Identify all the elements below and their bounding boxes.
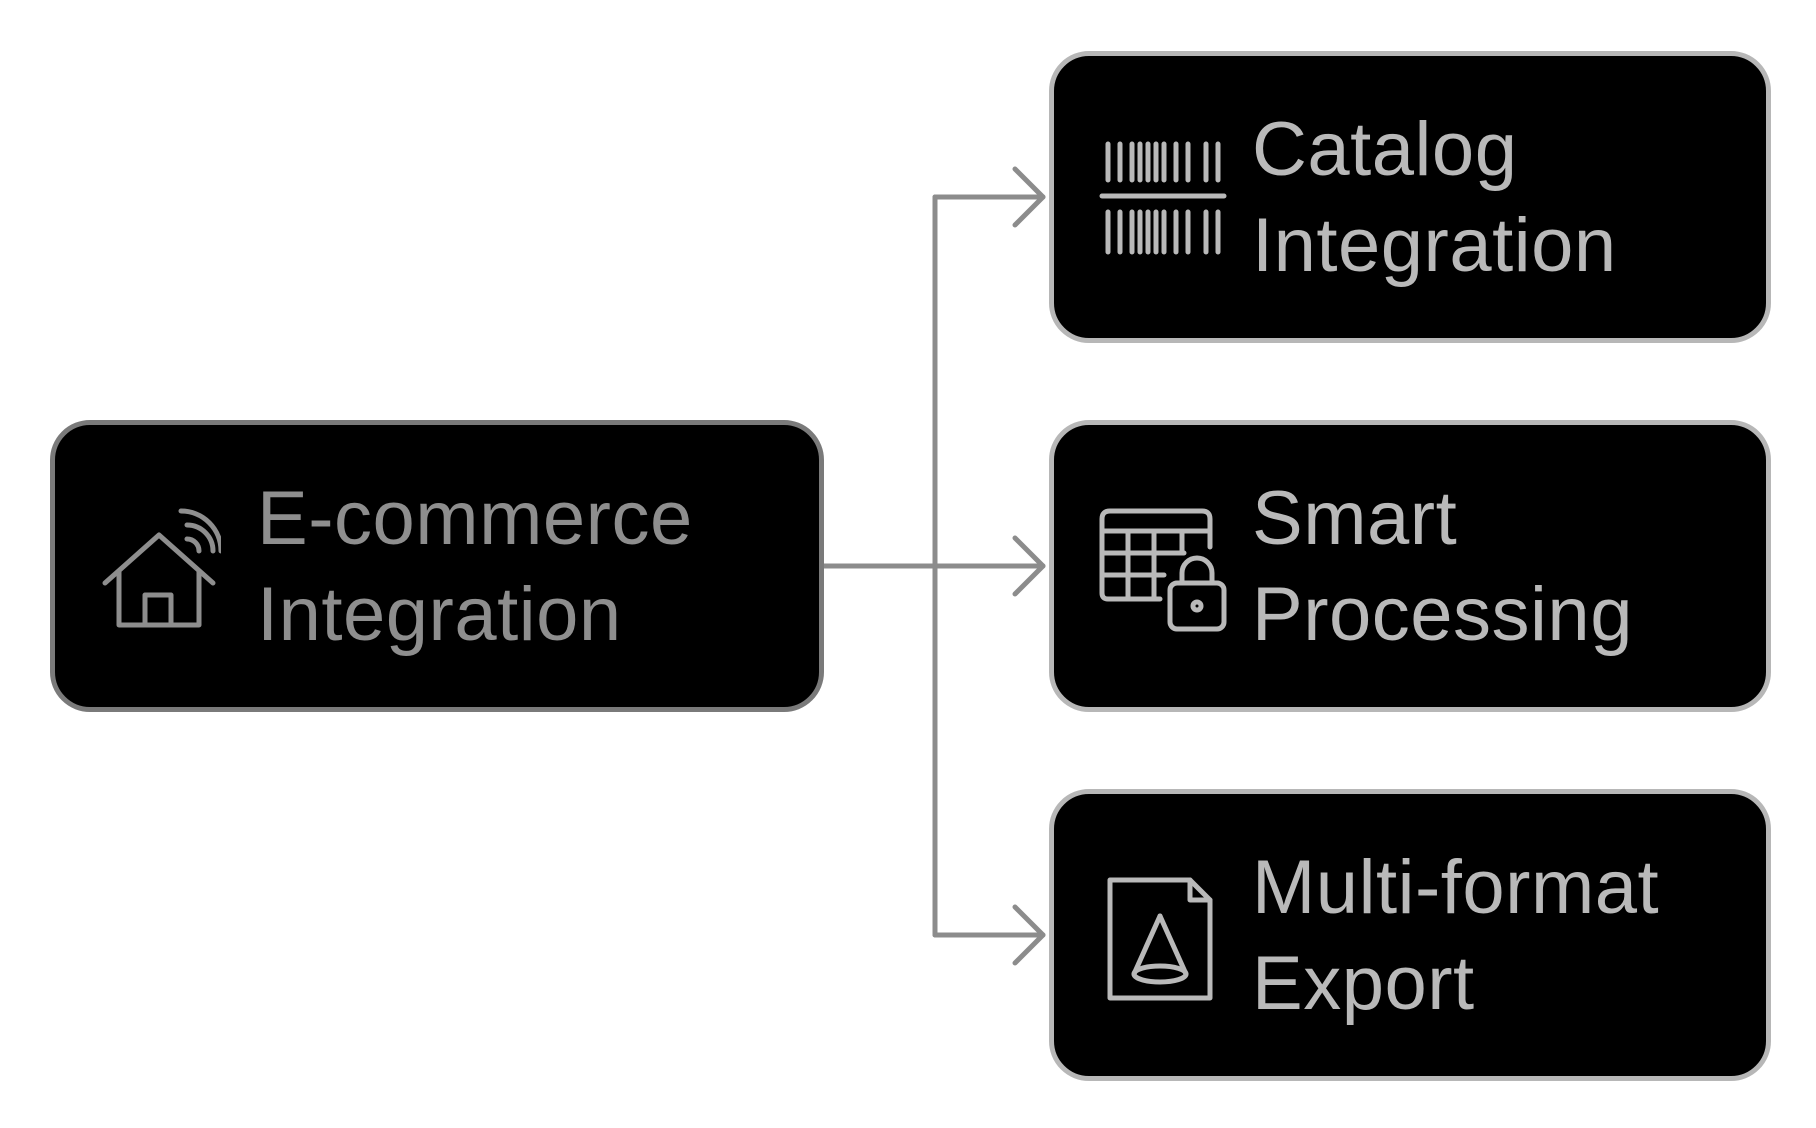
export-label-line2: Export: [1252, 941, 1475, 1026]
root-label-line2: Integration: [257, 572, 622, 657]
locked-table-icon: [1099, 508, 1227, 632]
document-shape-icon: [1107, 877, 1213, 1001]
arrowhead-export: [1012, 904, 1046, 966]
root-label: E-commerce Integration: [257, 471, 693, 663]
smart-label-line1: Smart: [1252, 476, 1458, 561]
node-ecommerce-integration: E-commerce Integration: [50, 420, 824, 712]
export-label-line1: Multi-format: [1252, 845, 1660, 930]
catalog-label-line1: Catalog: [1252, 107, 1518, 192]
root-label-line1: E-commerce: [257, 476, 693, 561]
smart-label-line2: Processing: [1252, 572, 1633, 657]
smart-home-icon: [102, 508, 221, 628]
barcode-icon: [1099, 141, 1227, 255]
node-multi-format-export: Multi-format Export: [1049, 789, 1771, 1081]
export-label: Multi-format Export: [1252, 840, 1659, 1032]
node-catalog-integration: Catalog Integration: [1049, 51, 1771, 343]
node-smart-processing: Smart Processing: [1049, 420, 1771, 712]
catalog-label: Catalog Integration: [1252, 102, 1617, 294]
arrowhead-smart: [1012, 535, 1046, 597]
catalog-label-line2: Integration: [1252, 203, 1617, 288]
smart-label: Smart Processing: [1252, 471, 1633, 663]
arrowhead-catalog: [1012, 166, 1046, 228]
